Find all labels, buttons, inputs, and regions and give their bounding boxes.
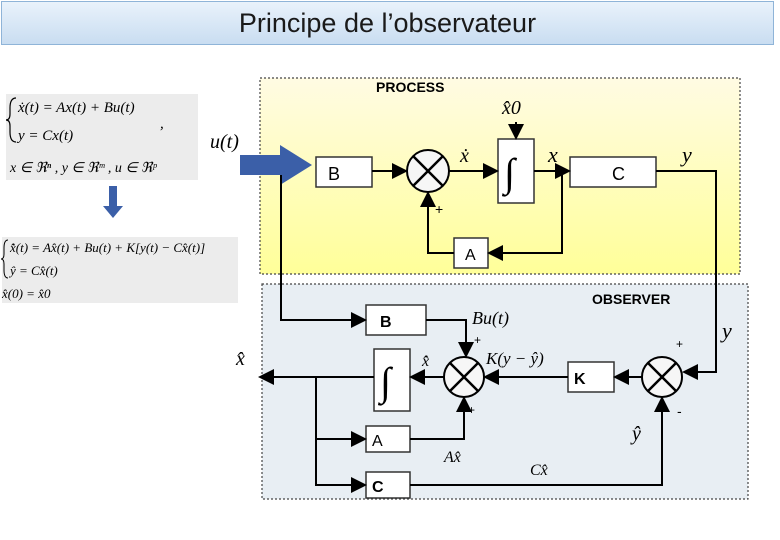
process-equations-panel [6,94,198,180]
observer-minus-yhat: - [677,403,682,419]
observer-axhat: Ax̂ [443,449,461,466]
observer-xhatdot: x̂̇ [421,353,429,370]
page-title: Principe de l’observateur [238,8,537,38]
down-arrow-head [103,206,123,218]
title-bar: Principe de l’observateur [1,1,774,45]
observer-block-c-label: C [372,479,384,496]
process-block-c-label: C [612,164,625,184]
observer-plus-a: + [468,403,475,417]
observer-block-k-label: K [574,371,586,388]
observer-wire-u-to-b [280,175,367,328]
process-x: x [547,142,558,167]
observer-eq-brace [0,239,9,279]
observer-k-term: K(y − ŷ) [485,349,544,368]
process-xhat0: x̂0 [501,97,521,119]
process-wire-a-to-sum [420,191,454,254]
observer-eq-line2: ŷ = Cx̂(t) [8,263,58,278]
observer-plus-y: + [676,337,683,351]
observer-block-b [365,304,427,336]
process-y: y [680,142,692,167]
observer-junction-1-cross [449,362,479,392]
process-xdot: ẋ [459,145,469,167]
process-block-b-label: B [328,164,340,184]
observer-block-a-label: A [372,433,383,450]
observer-eq-line3: x̂(0) = x̂0 [1,286,51,301]
input-label: u(t) [210,131,239,153]
process-integrator [497,138,535,204]
input-arrow-head [280,145,312,185]
process-wire-x-to-a [487,171,563,261]
process-eq-line3: x ∈ ℜⁿ , y ∈ ℜᵐ , u ∈ ℜᵖ [9,161,157,176]
process-eq-line2: y = Cx(t) [16,128,73,144]
observer-equations-panel [2,237,238,303]
observer-wire-a-to-sum [410,396,472,440]
observer-integrator-symbol: ∫ [377,359,394,406]
observer-yhat: ŷ [630,423,641,445]
process-junction-cross [412,155,444,187]
observer-wire-c-to-sum2 [410,396,670,486]
observer-junction-2-cross [647,362,677,392]
process-integrator-symbol: ∫ [501,150,518,197]
down-arrow-shaft [109,186,117,208]
observer-block-b-label: B [380,314,392,331]
process-wire-y-out [656,170,717,380]
observer-wire-b-to-sum [426,319,474,358]
process-plus: + [435,201,443,217]
process-eq-line1: ẋ(t) = Ax(t) + Bu(t) [17,100,135,116]
input-arrow-shaft [240,155,282,175]
observer-label: OBSERVER [592,291,670,307]
process-block-b [315,156,373,188]
observer-y: y [720,318,732,343]
observer-xhat: x̂ [235,348,245,370]
observer-eq-line1: x̂̇(t) = Ax̂(t) + Bu(t) + K[y(t) − Cx̂(t… [9,240,205,255]
observer-cxhat: Cx̂ [530,462,548,479]
observer-integrator [373,348,411,412]
process-eq-brace [5,97,17,143]
observer-bu-label: Bu(t) [472,308,509,329]
process-eq-comma: , [160,116,164,132]
process-block-a-label: A [465,247,476,264]
process-label: PROCESS [376,79,444,95]
observer-wire-xhat-to-c [315,439,367,493]
observer-plus-bu: + [474,333,481,347]
